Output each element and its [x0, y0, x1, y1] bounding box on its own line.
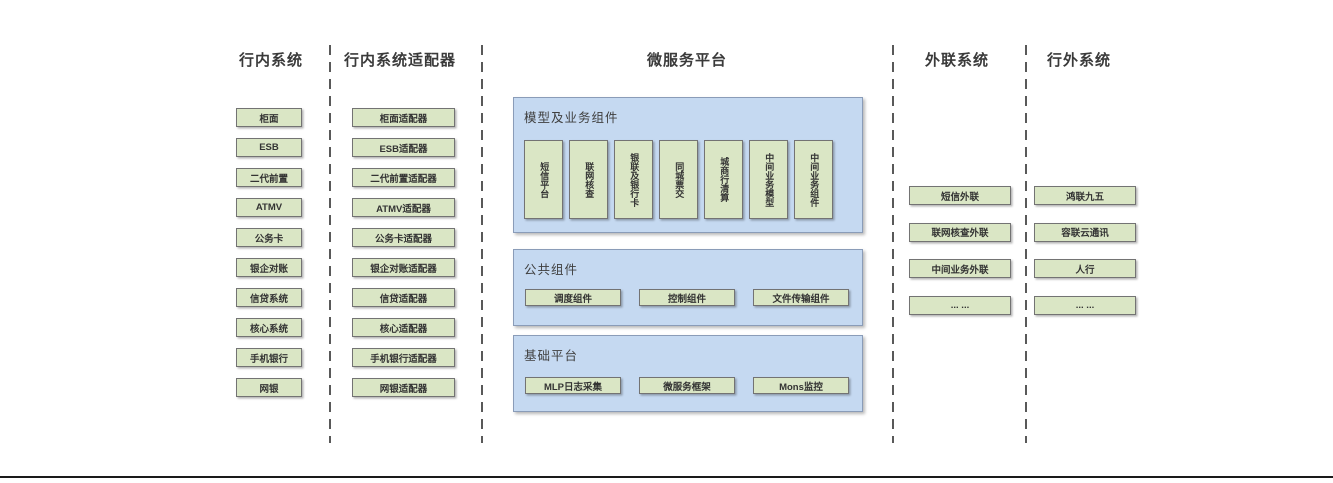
column-title-external-link-systems: 外联系统: [924, 52, 989, 69]
column-separator: [892, 45, 894, 443]
internal-adapters-column: 柜面适配器 ESB适配器 二代前置适配器 ATMV适配器 公务卡适配器 银企对账…: [352, 108, 455, 408]
component-box: 控制组件: [639, 289, 735, 306]
panel-title: 基础平台: [524, 349, 579, 363]
component-box: 调度组件: [525, 289, 621, 306]
system-box: ... ...: [909, 295, 1011, 315]
system-box: ESB: [236, 138, 302, 157]
system-box: 手机银行: [236, 348, 302, 367]
system-box: ATMV: [236, 198, 302, 217]
component-box: 短信平台: [524, 140, 563, 219]
adapter-box: 信贷适配器: [352, 288, 455, 307]
adapter-box: 二代前置适配器: [352, 168, 455, 187]
adapter-box: ESB适配器: [352, 138, 455, 157]
system-box: 中间业务外联: [909, 259, 1011, 278]
adapter-box: 公务卡适配器: [352, 228, 455, 247]
adapter-box: ATMV适配器: [352, 198, 455, 217]
bottom-rule: [0, 476, 1333, 478]
component-row: 调度组件 控制组件 文件传输组件: [525, 289, 849, 306]
external-link-systems-column: 短信外联 联网核查外联 中间业务外联 ... ...: [909, 186, 1011, 332]
component-box: MLP日志采集: [525, 377, 621, 394]
system-box: ... ...: [1034, 295, 1136, 315]
panel-base-platform: 基础平台 MLP日志采集 微服务框架 Mons监控: [513, 335, 863, 412]
system-box: 联网核查外联: [909, 222, 1011, 242]
panel-model-business-components: 模型及业务组件 短信平台 联网核查 银联及银行卡 同城票交 城商行清算 中间业务…: [513, 97, 863, 233]
column-title-internal-systems: 行内系统: [238, 52, 303, 69]
system-box: 银企对账: [236, 258, 302, 277]
system-box: 柜面: [236, 108, 302, 127]
component-box: 联网核查: [569, 140, 608, 219]
column-title-internal-adapters: 行内系统适配器: [343, 52, 456, 69]
adapter-box: 核心适配器: [352, 318, 455, 337]
component-box: 银联及银行卡: [614, 140, 653, 219]
vertical-component-row: 短信平台 联网核查 银联及银行卡 同城票交 城商行清算 中间业务模型 中间业务组…: [524, 140, 833, 219]
adapter-box: 银企对账适配器: [352, 258, 455, 277]
system-box: 鸿联九五: [1034, 186, 1136, 205]
system-box: 核心系统: [236, 318, 302, 337]
system-box: 网银: [236, 378, 302, 397]
system-box: 公务卡: [236, 228, 302, 247]
panel-title: 公共组件: [524, 263, 579, 277]
column-title-microservice-platform: 微服务平台: [646, 52, 727, 69]
outside-systems-column: 鸿联九五 容联云通讯 人行 ... ...: [1034, 186, 1136, 332]
system-box: 信贷系统: [236, 288, 302, 307]
adapter-box: 网银适配器: [352, 378, 455, 397]
adapter-box: 柜面适配器: [352, 108, 455, 127]
system-box: 人行: [1034, 259, 1136, 278]
column-title-outside-systems: 行外系统: [1046, 52, 1111, 69]
system-box: 容联云通讯: [1034, 222, 1136, 242]
column-separator: [1025, 45, 1027, 443]
component-box: Mons监控: [753, 377, 849, 394]
adapter-box: 手机银行适配器: [352, 348, 455, 367]
component-box: 微服务框架: [639, 377, 735, 394]
column-separator: [481, 45, 483, 443]
component-box: 文件传输组件: [753, 289, 849, 306]
component-row: MLP日志采集 微服务框架 Mons监控: [525, 377, 849, 394]
component-box: 中间业务模型: [749, 140, 788, 219]
column-separator: [329, 45, 331, 443]
system-box: 短信外联: [909, 186, 1011, 205]
panel-title: 模型及业务组件: [524, 111, 619, 125]
system-box: 二代前置: [236, 168, 302, 187]
component-box: 城商行清算: [704, 140, 743, 219]
component-box: 中间业务组件: [794, 140, 833, 219]
panel-common-components: 公共组件 调度组件 控制组件 文件传输组件: [513, 249, 863, 326]
internal-systems-column: 柜面 ESB 二代前置 ATMV 公务卡 银企对账 信贷系统 核心系统 手机银行…: [236, 108, 302, 408]
component-box: 同城票交: [659, 140, 698, 219]
